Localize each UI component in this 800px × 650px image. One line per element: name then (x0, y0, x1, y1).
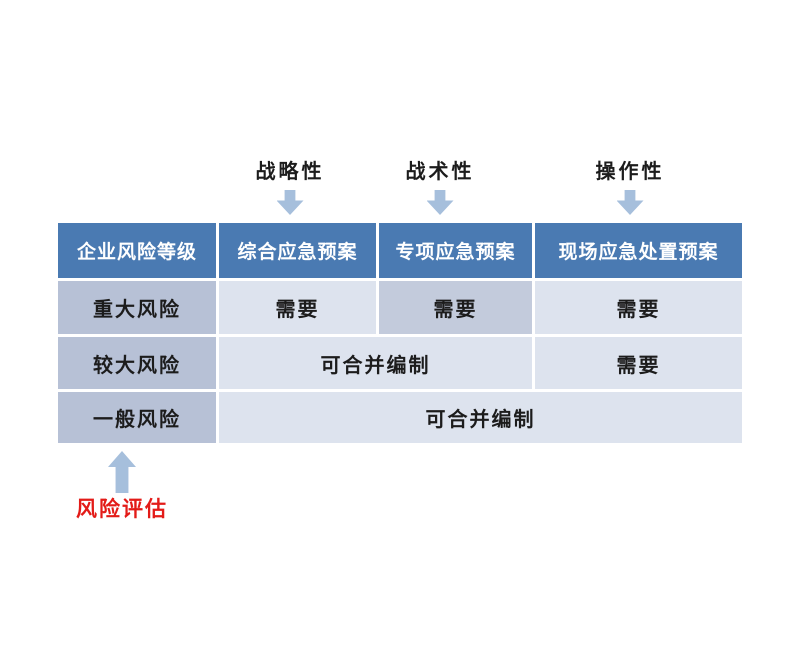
annotation-operational: 操作性 (560, 159, 700, 215)
row-label-relatively-major-risk: 较大风险 (58, 337, 216, 389)
risk-plan-matrix: 企业风险等级 综合应急预案 专项应急预案 现场应急处置预案 重大风险 需要 需要… (58, 223, 742, 443)
header-onsite-plan: 现场应急处置预案 (535, 223, 742, 278)
cell-general-merged: 可合并编制 (219, 392, 742, 443)
annotation-tactical-label: 战术性 (405, 161, 475, 183)
cell-major-comprehensive: 需要 (219, 281, 376, 334)
arrow-down-icon (276, 190, 304, 215)
cell-relmajor-merged: 可合并编制 (219, 337, 532, 389)
annotation-strategic: 战略性 (220, 159, 360, 215)
cell-major-special: 需要 (379, 281, 532, 334)
annotation-operational-label: 操作性 (595, 161, 665, 183)
risk-assessment-label: 风险评估 (76, 497, 168, 521)
cell-relmajor-onsite: 需要 (535, 337, 742, 389)
header-comprehensive-plan: 综合应急预案 (219, 223, 376, 278)
row-label-major-risk: 重大风险 (58, 281, 216, 334)
arrow-down-icon (426, 190, 454, 215)
header-special-plan: 专项应急预案 (379, 223, 532, 278)
annotation-strategic-label: 战略性 (255, 161, 325, 183)
annotation-tactical: 战术性 (370, 159, 510, 215)
cell-major-onsite: 需要 (535, 281, 742, 334)
row-label-general-risk: 一般风险 (58, 392, 216, 443)
arrow-down-icon (616, 190, 644, 215)
arrow-up-icon (108, 451, 136, 493)
header-risk-level: 企业风险等级 (58, 223, 216, 278)
